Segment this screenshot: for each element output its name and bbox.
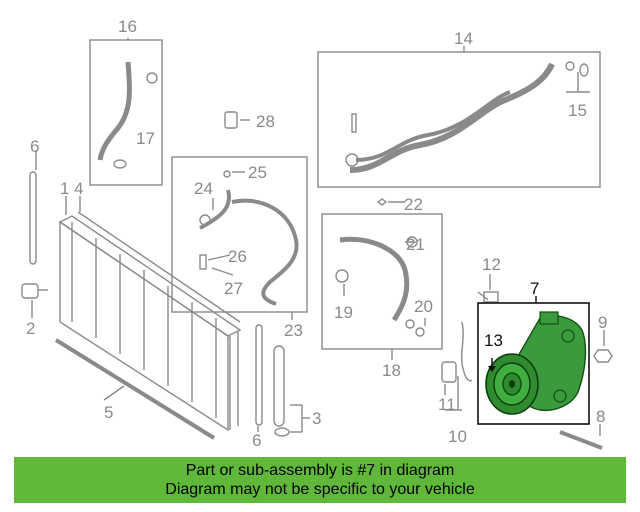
callout-6-right: 6	[252, 431, 261, 450]
o-ring-17b	[113, 159, 127, 169]
bolt-part-12	[477, 291, 499, 303]
callout-17: 17	[136, 129, 155, 148]
line-part-18	[339, 236, 410, 322]
banner-line-2: Diagram may not be specific to your vehi…	[165, 481, 475, 498]
callout-8: 8	[596, 407, 605, 426]
o-ring-19	[335, 269, 349, 283]
info-banner: Part or sub-assembly is #7 in diagram Di…	[14, 457, 626, 503]
group-box-23	[171, 156, 308, 313]
callout-11: 11	[438, 395, 456, 414]
callout-18: 18	[382, 361, 401, 380]
callout-20: 20	[414, 297, 433, 316]
fitting-part-28	[224, 111, 238, 129]
callout-14: 14	[454, 29, 473, 48]
callout-3: 3	[312, 409, 321, 428]
callout-28: 28	[256, 112, 275, 131]
callout-4: 4	[74, 179, 83, 198]
group-box-16	[89, 39, 163, 186]
group-box-18	[321, 213, 443, 350]
seal-strip-part	[77, 211, 241, 323]
receiver-part-3	[273, 345, 303, 437]
callout-23: 23	[284, 321, 303, 340]
o-ring-15a	[565, 61, 575, 71]
condenser-part	[58, 215, 242, 432]
line-part-14	[349, 62, 555, 173]
callout-6-left: 6	[30, 137, 39, 156]
bracket-part-2	[21, 283, 48, 299]
compressor-highlight-box	[477, 302, 590, 425]
callout-19: 19	[334, 303, 353, 322]
callout-7: 7	[530, 279, 539, 298]
strip-part-5	[54, 338, 216, 440]
o-ring-17a	[146, 72, 158, 84]
callout-5: 5	[104, 403, 113, 422]
nut-part-9	[593, 349, 613, 363]
callout-16: 16	[118, 17, 137, 36]
callout-27: 27	[224, 279, 243, 298]
bolt-part-8	[559, 430, 603, 450]
line-part-16	[97, 61, 132, 161]
callout-13: 13	[484, 331, 503, 350]
callout-15: 15	[568, 101, 587, 120]
group-box-14	[317, 51, 601, 188]
o-ring-15b	[579, 63, 589, 77]
banner-line-1: Part or sub-assembly is #7 in diagram	[185, 462, 455, 479]
callout-26: 26	[228, 247, 247, 266]
compressor-part-7	[477, 296, 590, 425]
callout-2: 2	[26, 319, 35, 338]
callout-12: 12	[482, 255, 501, 274]
callout-22: 22	[404, 195, 423, 214]
callout-9: 9	[598, 313, 607, 332]
callout-24: 24	[194, 179, 213, 198]
parts-diagram: 1 2 3 4 5 6 6 7 8 9 10 11 12 13 14 15 16…	[21, 17, 613, 450]
callout-10: 10	[448, 427, 467, 446]
callout-1: 1	[60, 179, 69, 198]
hose-part-23	[199, 189, 299, 306]
callout-21: 21	[406, 235, 425, 254]
callout-25: 25	[248, 163, 267, 182]
rod-part-6-left	[29, 171, 37, 265]
rod-part-6-right	[255, 324, 263, 426]
